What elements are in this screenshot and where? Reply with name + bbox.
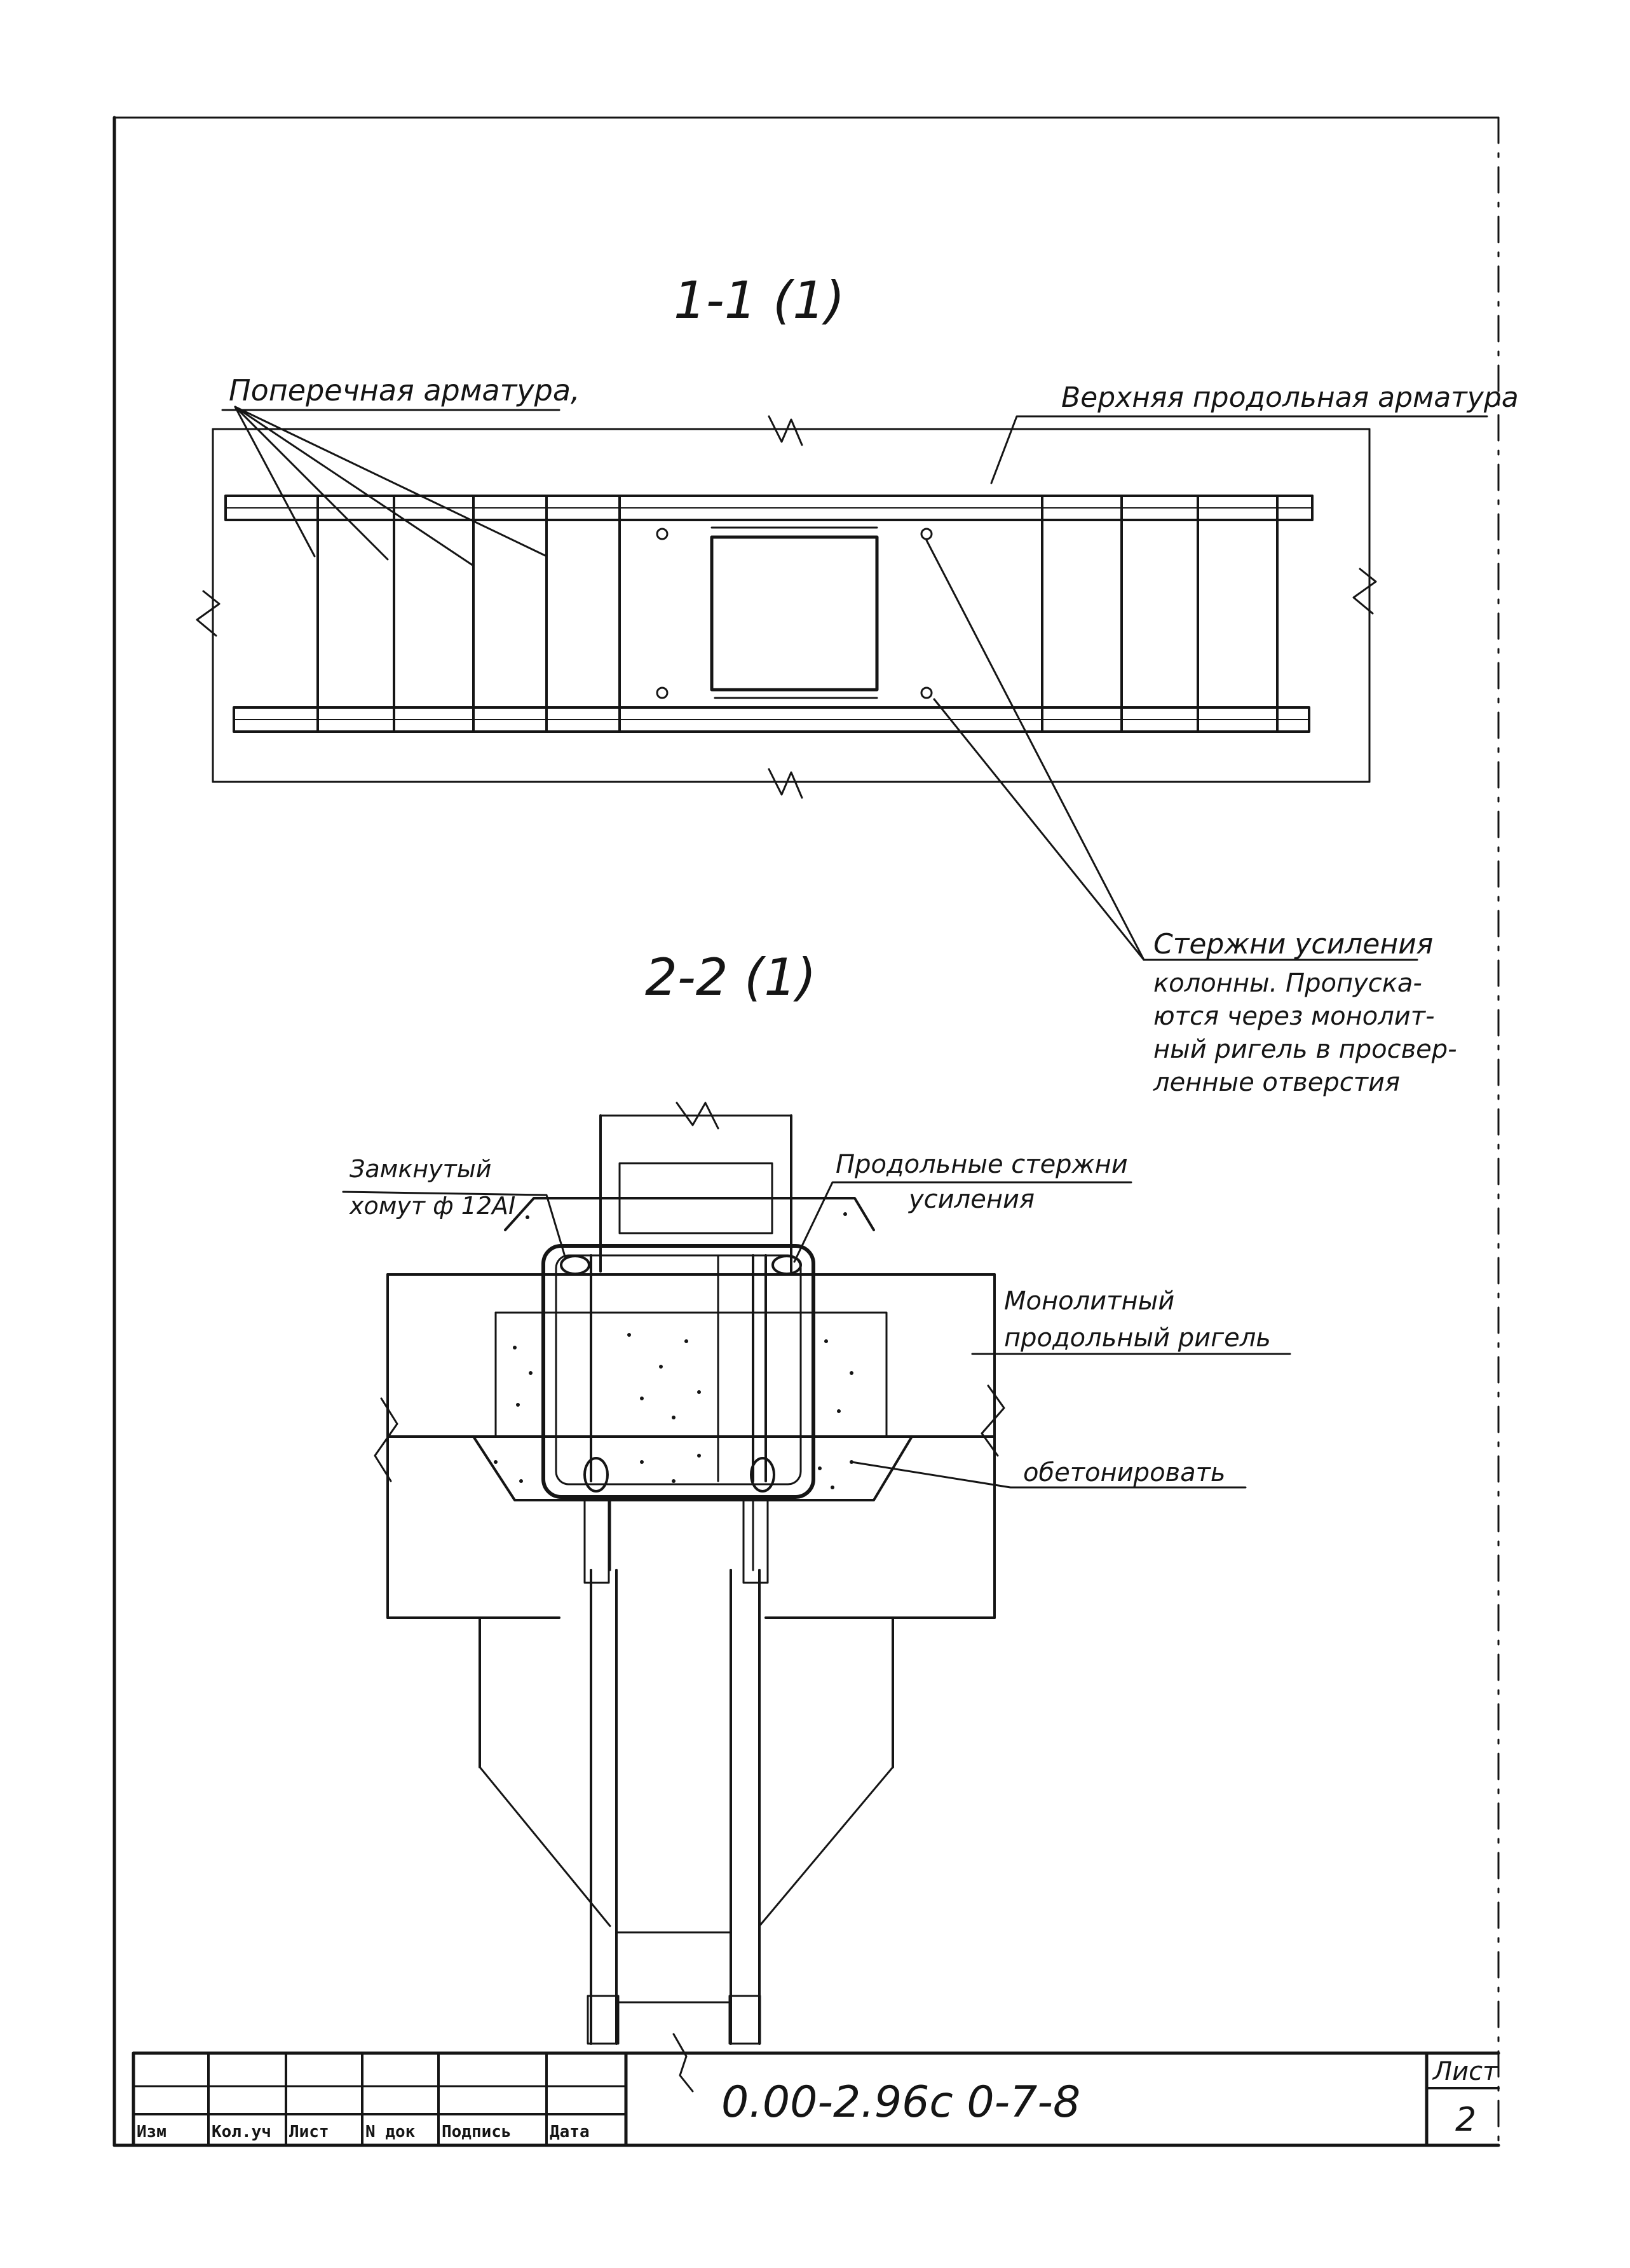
header-list: Лист bbox=[289, 2122, 329, 2142]
label-long-bars-line-1: Продольные стержни bbox=[836, 1150, 1128, 1179]
section-1-title: 1-1 (1) bbox=[674, 271, 845, 330]
label-beam-line-2: продольный ригель bbox=[1004, 1323, 1271, 1353]
section-1-drawing bbox=[196, 406, 1488, 961]
header-podpis: Подпись bbox=[442, 2122, 512, 2142]
label-beam: Монолитный продольный ригель bbox=[1004, 1287, 1271, 1353]
header-kol-uch: Кол.уч bbox=[212, 2122, 271, 2142]
header-n-dok: N док bbox=[365, 2122, 416, 2142]
label-stirrup: Замкнутый хомут ф 12АI bbox=[349, 1155, 515, 1220]
label-stirrup-line-1: Замкнутый bbox=[350, 1155, 491, 1183]
sheet-number: 2 bbox=[1455, 2101, 1476, 2139]
label-transverse-rebar: Поперечная арматура, bbox=[229, 373, 580, 407]
label-concrete: обетонировать bbox=[1023, 1458, 1226, 1487]
label-column-bars-line-3: ются через монолит- bbox=[1153, 1002, 1435, 1031]
label-column-bars-line-4: ный ригель в просвер- bbox=[1153, 1035, 1457, 1064]
label-long-bars-line-2: усиления bbox=[908, 1185, 1035, 1214]
label-beam-line-1: Монолитный bbox=[1004, 1287, 1174, 1316]
label-column-bars-line-2: колонны. Пропуска- bbox=[1153, 969, 1422, 998]
label-top-longitudinal-rebar: Верхняя продольная арматура bbox=[1061, 381, 1519, 414]
header-data: Дата bbox=[550, 2122, 590, 2142]
sheet-frame bbox=[112, 116, 1500, 2147]
label-long-bars: Продольные стержни усиления bbox=[836, 1150, 1128, 1214]
sheet-label: Лист bbox=[1432, 2057, 1498, 2086]
header-izm: Изм bbox=[137, 2122, 166, 2142]
label-column-bars-line-5: ленные отверстия bbox=[1153, 1068, 1400, 1097]
title-block bbox=[132, 2051, 1500, 2147]
label-column-bars-line-1: Стержни усиления bbox=[1153, 928, 1433, 960]
document-code: 0.00-2.96с 0-7-8 bbox=[721, 2077, 1080, 2128]
section-2-drawing bbox=[342, 1102, 1291, 2093]
label-column-bars: Стержни усиления колонны. Пропуска- ются… bbox=[1153, 928, 1457, 1097]
label-stirrup-line-2: хомут ф 12АI bbox=[349, 1192, 515, 1220]
section-2-title: 2-2 (1) bbox=[645, 948, 816, 1007]
